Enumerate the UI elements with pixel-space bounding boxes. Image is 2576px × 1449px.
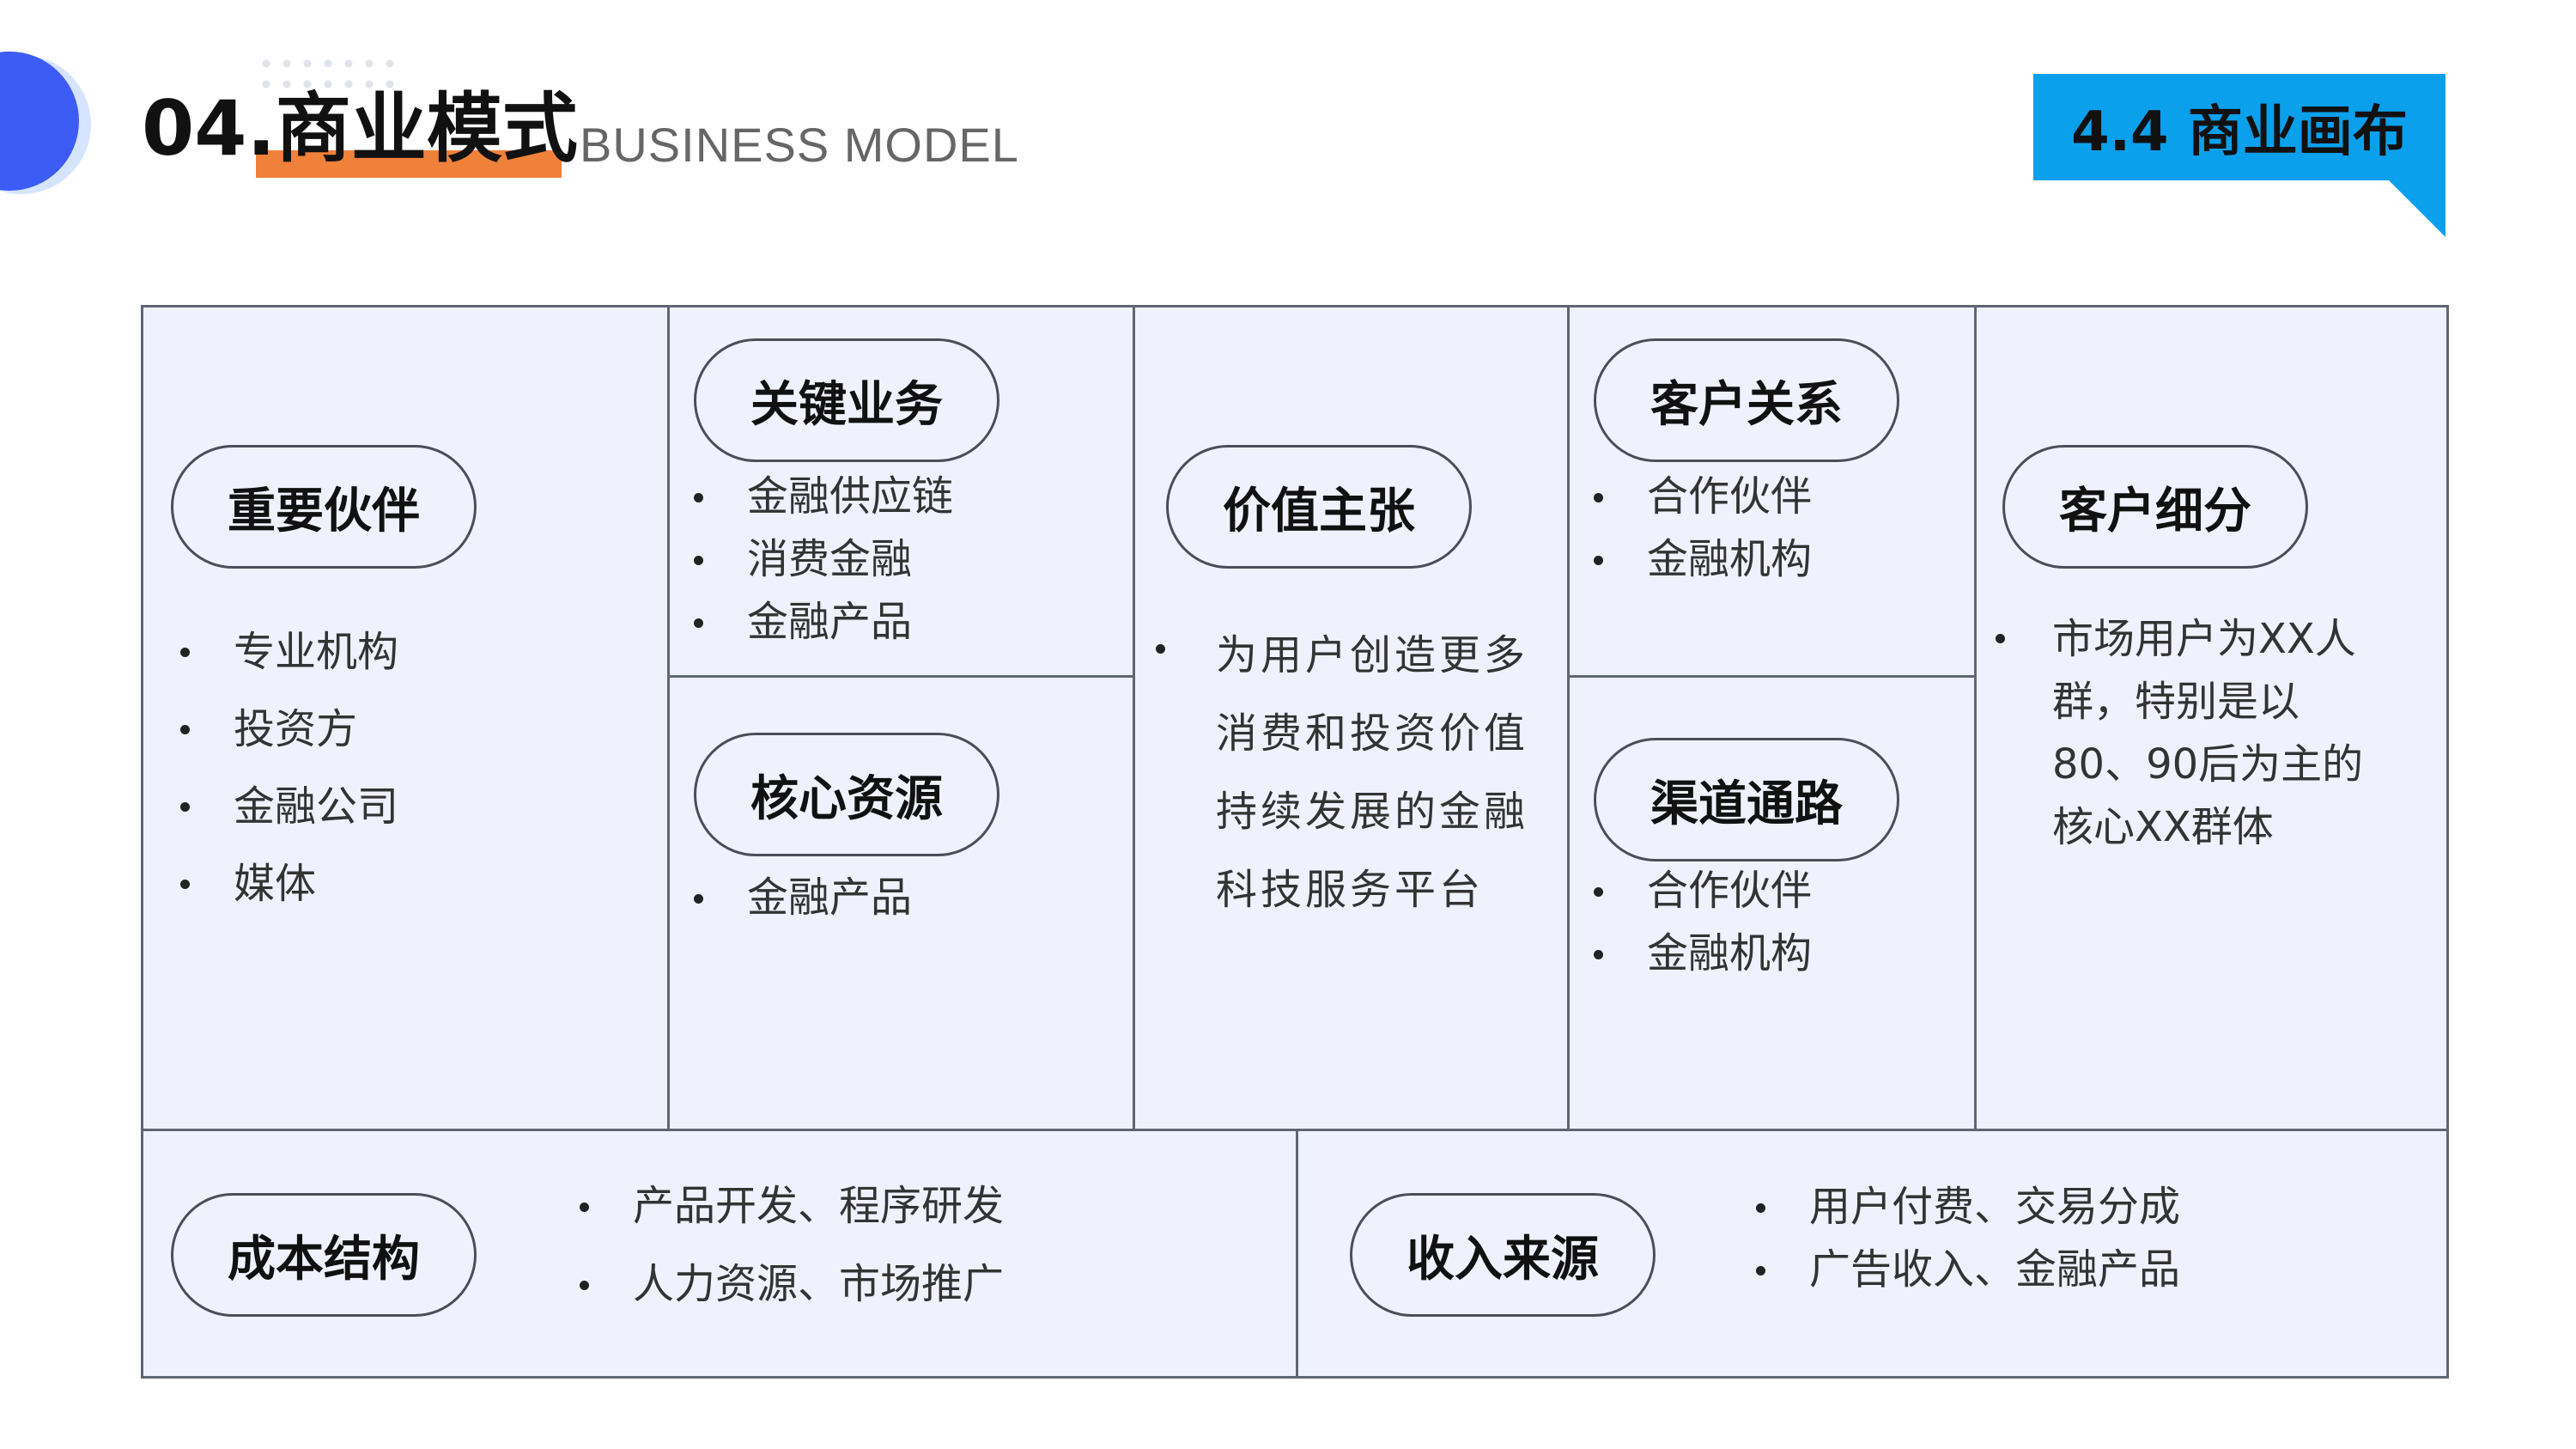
- customer-segments-text: 市场用户为XX人群，特别是以80、90后为主的核心XX群体: [2052, 615, 2364, 851]
- divider-v-bottom: [1296, 1129, 1298, 1376]
- cell-cost-structure: 成本结构 产品开发、程序研发 人力资源、市场推广: [143, 1131, 1296, 1376]
- cell-revenue-streams: 收入来源 用户付费、交易分成 广告收入、金融产品: [1298, 1131, 2446, 1376]
- list-item: 消费金融: [687, 528, 953, 591]
- key-partners-label: 重要伙伴: [171, 445, 477, 569]
- value-proposition-text: 为用户创造更多消费和投资价值持续发展的金融科技服务平台: [1216, 631, 1529, 914]
- value-proposition-label: 价值主张: [1166, 445, 1472, 569]
- page-subtitle: BUSINESS MODEL: [580, 118, 1019, 172]
- section-tag-fold: [2389, 180, 2445, 237]
- revenue-streams-label: 收入来源: [1350, 1193, 1656, 1317]
- divider-v1: [667, 307, 670, 1129]
- list-item: 投资方: [173, 691, 398, 768]
- bullet-dot: [1996, 634, 2005, 643]
- dot-grid-decoration: [256, 53, 402, 96]
- list-item: 金融产品: [687, 591, 953, 654]
- cost-structure-list: 产品开发、程序研发 人力资源、市场推广: [573, 1167, 1004, 1324]
- cell-customer-relationships: 客户关系 合作伙伴 金融机构: [1570, 307, 1974, 675]
- cell-value-proposition: 价值主张 为用户创造更多消费和投资价值持续发展的金融科技服务平台: [1135, 307, 1567, 1129]
- key-activities-label: 关键业务: [694, 338, 999, 462]
- divider-v2: [1133, 307, 1135, 1129]
- customer-relationships-label: 客户关系: [1594, 338, 1899, 462]
- list-item: 金融公司: [173, 768, 398, 845]
- cost-structure-label: 成本结构: [171, 1193, 477, 1317]
- list-item: 媒体: [173, 845, 398, 922]
- divider-h-activities: [667, 675, 1135, 678]
- page-title: 04.商业模式: [142, 84, 578, 173]
- channels-list: 合作伙伴 金融机构: [1587, 860, 1812, 985]
- value-proposition-text-block: 为用户创造更多消费和投资价值持续发展的金融科技服务平台: [1156, 617, 1542, 929]
- list-item: 产品开发、程序研发: [573, 1167, 1004, 1245]
- key-resources-label: 核心资源: [694, 733, 999, 856]
- cell-customer-segments: 客户细分 市场用户为XX人群，特别是以80、90后为主的核心XX群体: [1977, 307, 2446, 1129]
- title-underline-bar: [256, 150, 562, 178]
- list-item: 合作伙伴: [1587, 466, 1812, 528]
- bullet-dot: [1156, 644, 1165, 654]
- list-item: 金融机构: [1587, 922, 1812, 985]
- customer-segments-text-block: 市场用户为XX人群，特别是以80、90后为主的核心XX群体: [1996, 608, 2391, 859]
- accent-circle-decoration: [0, 52, 79, 191]
- list-item: 金融供应链: [687, 466, 953, 528]
- list-item: 人力资源、市场推广: [573, 1245, 1004, 1324]
- list-item: 广告收入、金融产品: [1749, 1239, 2180, 1301]
- divider-h-bottom: [143, 1129, 2446, 1131]
- cell-channels: 渠道通路 合作伙伴 金融机构: [1570, 678, 1974, 1129]
- key-partners-list: 专业机构 投资方 金融公司 媒体: [173, 613, 398, 922]
- business-model-canvas: 重要伙伴 专业机构 投资方 金融公司 媒体 关键业务 金融供应链 消费金融 金融…: [141, 305, 2449, 1379]
- list-item: 专业机构: [173, 613, 398, 691]
- channels-label: 渠道通路: [1594, 738, 1899, 861]
- key-activities-list: 金融供应链 消费金融 金融产品: [687, 466, 953, 654]
- list-item: 用户付费、交易分成: [1749, 1176, 2180, 1239]
- cell-key-partners: 重要伙伴 专业机构 投资方 金融公司 媒体: [143, 307, 667, 1129]
- divider-v4: [1974, 307, 1977, 1129]
- key-resources-list: 金融产品: [687, 867, 912, 929]
- list-item: 合作伙伴: [1587, 860, 1812, 922]
- cell-key-activities: 关键业务 金融供应链 消费金融 金融产品: [670, 307, 1133, 675]
- revenue-streams-list: 用户付费、交易分成 广告收入、金融产品: [1749, 1176, 2180, 1301]
- divider-h-relationships: [1567, 675, 1977, 678]
- cell-key-resources: 核心资源 金融产品: [670, 678, 1133, 1129]
- list-item: 金融机构: [1587, 528, 1812, 591]
- list-item: 金融产品: [687, 867, 912, 929]
- divider-v3: [1567, 307, 1570, 1129]
- customer-segments-label: 客户细分: [2002, 445, 2308, 569]
- section-tag: 4.4 商业画布: [2033, 74, 2445, 180]
- customer-relationships-list: 合作伙伴 金融机构: [1587, 466, 1812, 591]
